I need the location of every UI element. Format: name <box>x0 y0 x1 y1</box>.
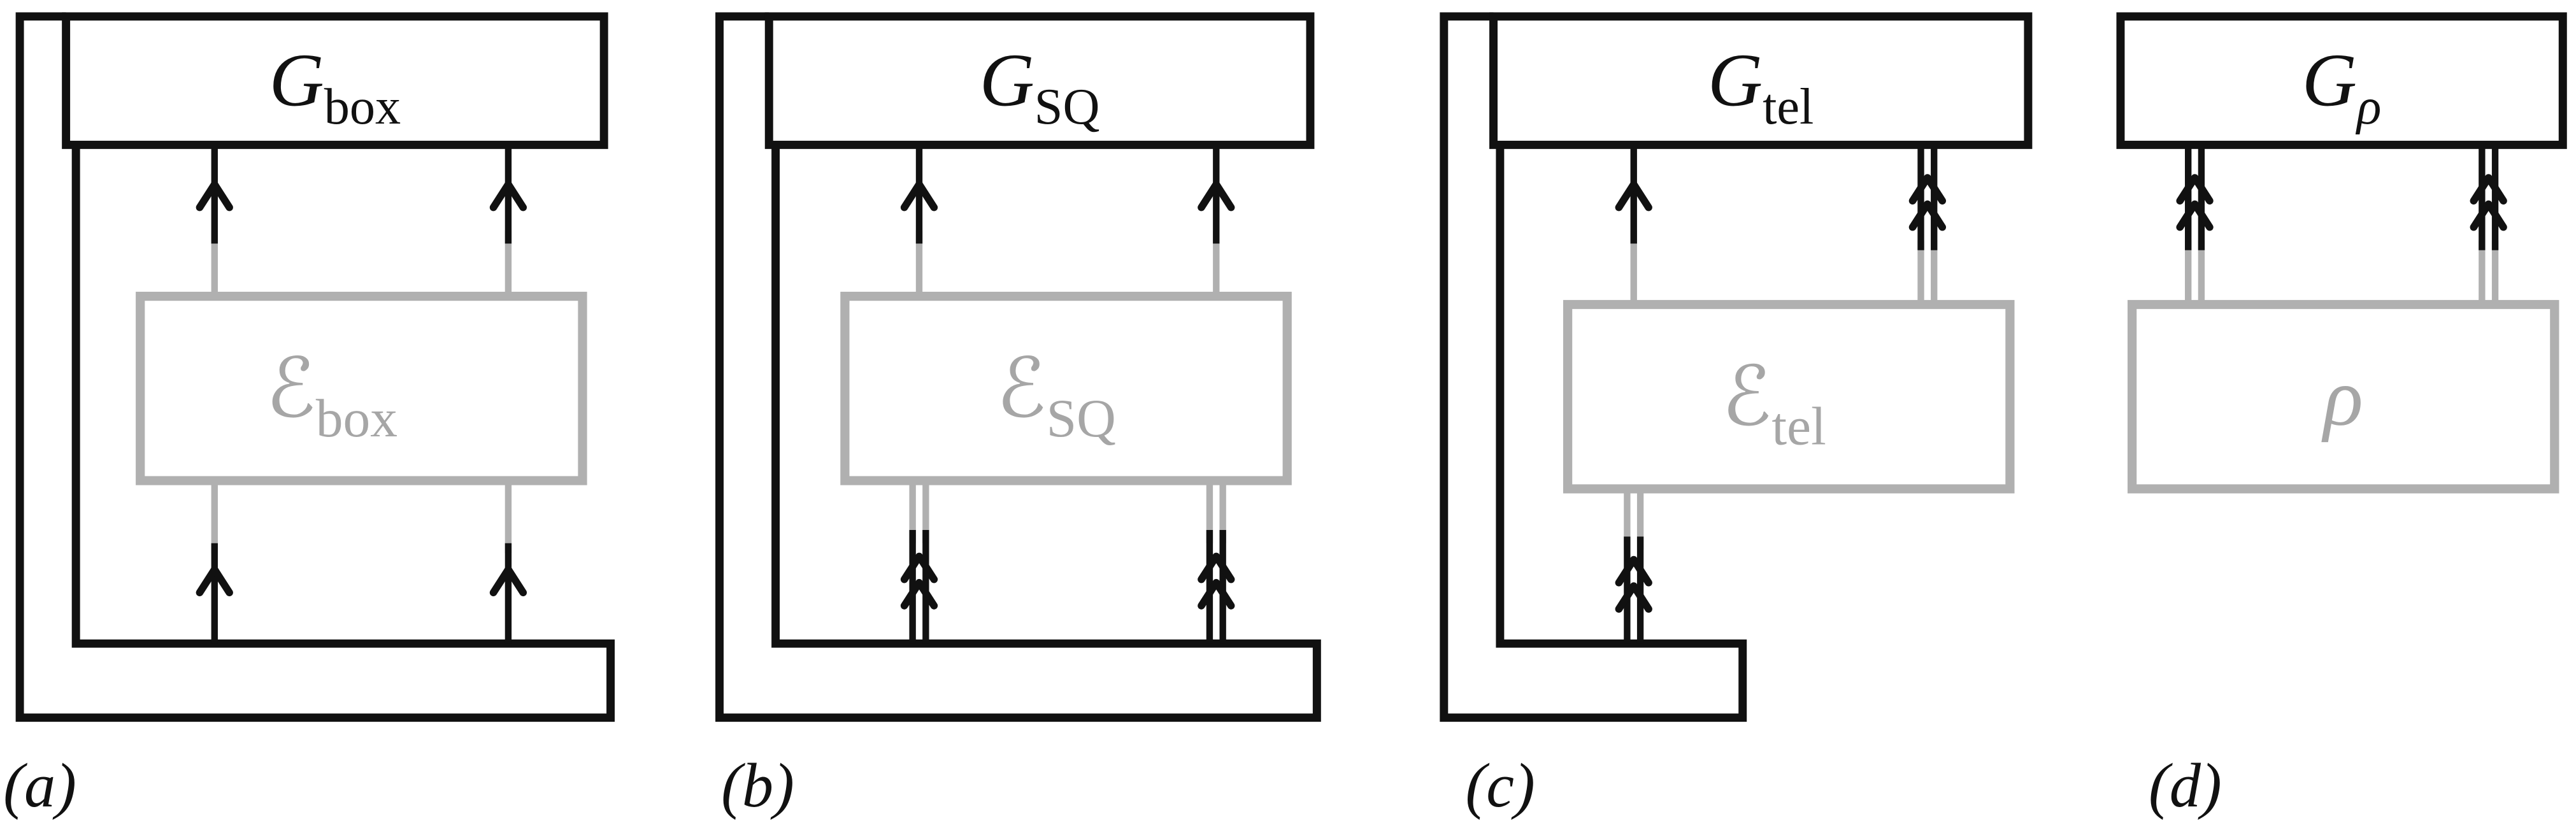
loop-wire <box>1440 12 1747 722</box>
bottom-right-wire-single <box>489 477 527 644</box>
bottom-left-wire-double <box>1615 485 1652 644</box>
gate-label: Gρ <box>2302 38 2382 135</box>
top-right-wire-single <box>489 141 527 303</box>
top-left-wire-single <box>1615 141 1652 311</box>
arrowhead-up-icon <box>900 180 938 211</box>
gate-label: Gtel <box>1708 38 1814 135</box>
top-left-wire-single <box>196 141 233 303</box>
bottom-left-wire-double <box>900 477 938 644</box>
double-arrowhead-up-icon <box>2176 174 2214 205</box>
arrowhead-up-icon <box>1615 180 1652 211</box>
channel-label: ℰSQ <box>996 343 1116 448</box>
loop-wire <box>15 12 615 722</box>
double-arrowhead-up-icon <box>1908 200 1947 231</box>
gate-label: GSQ <box>980 38 1100 135</box>
gate-box <box>2116 12 2567 149</box>
gate-box <box>1489 12 2033 149</box>
double-arrowhead-up-icon <box>900 552 938 583</box>
double-arrowhead-up-icon <box>900 578 938 610</box>
gate-label: Gbox <box>269 38 401 135</box>
channel-box <box>136 292 587 485</box>
panel-d: Gρ ρ (d) <box>2116 12 2567 820</box>
gate-label-main: G <box>269 38 324 122</box>
channel-box <box>840 292 1292 485</box>
gate-label-sub: tel <box>1763 79 1814 135</box>
gate-label-main: G <box>2302 38 2357 122</box>
gate-box <box>764 12 1315 149</box>
double-arrowhead-up-icon <box>2470 200 2507 231</box>
panel-b: GSQ ℰSQ (b) <box>715 12 1321 820</box>
arrowhead-up-icon <box>489 180 527 211</box>
gate-label-sub: ρ <box>2355 79 2382 135</box>
gate-label-main: G <box>1708 38 1763 122</box>
arrowhead-up-icon <box>1198 180 1235 211</box>
left-wire-double <box>2176 141 2214 311</box>
state-label-main: ρ <box>2321 352 2363 443</box>
arrowhead-up-icon <box>196 180 233 211</box>
gate-box <box>62 12 608 149</box>
arrowhead-up-icon <box>489 566 527 597</box>
panel-a: Gbox ℰbox (a) <box>3 12 615 820</box>
gate-label-sub: box <box>324 79 401 135</box>
panel-caption: (c) <box>1465 751 1535 820</box>
panel-c: Gtel ℰtel (c) <box>1440 12 2033 820</box>
top-right-wire-double <box>1908 141 1947 311</box>
double-arrowhead-up-icon <box>1908 174 1947 205</box>
bottom-left-wire-single <box>196 477 233 644</box>
double-arrowhead-up-icon <box>1615 582 1652 613</box>
channel-label-main: ℰ <box>996 343 1046 434</box>
double-arrowhead-up-icon <box>1615 555 1652 587</box>
channel-label-sub: SQ <box>1047 389 1116 448</box>
channel-box <box>1563 299 2015 494</box>
double-arrowhead-up-icon <box>1198 552 1235 583</box>
panel-caption: (b) <box>721 751 794 820</box>
double-arrowhead-up-icon <box>2470 174 2507 205</box>
right-wire-double <box>2470 141 2507 311</box>
channel-label-sub: tel <box>1771 397 1826 457</box>
channel-label: ℰtel <box>1722 352 1826 457</box>
channel-label: ℰbox <box>266 343 397 448</box>
channel-label-sub: box <box>316 389 397 448</box>
top-left-wire-single <box>900 141 938 303</box>
double-arrowhead-up-icon <box>1198 578 1235 610</box>
double-arrowhead-up-icon <box>2176 200 2214 231</box>
channel-label-main: ℰ <box>1722 352 1771 443</box>
bottom-right-wire-double <box>1198 477 1235 644</box>
arrowhead-up-icon <box>196 566 233 597</box>
loop-wire <box>715 12 1321 722</box>
channel-label-main: ℰ <box>266 343 315 434</box>
panel-caption: (a) <box>3 751 76 820</box>
gate-label-sub: SQ <box>1034 79 1100 135</box>
state-label: ρ <box>2321 352 2363 443</box>
top-right-wire-single <box>1198 141 1235 303</box>
state-box <box>2127 299 2559 494</box>
gate-label-main: G <box>980 38 1034 122</box>
panel-caption: (d) <box>2149 751 2222 820</box>
